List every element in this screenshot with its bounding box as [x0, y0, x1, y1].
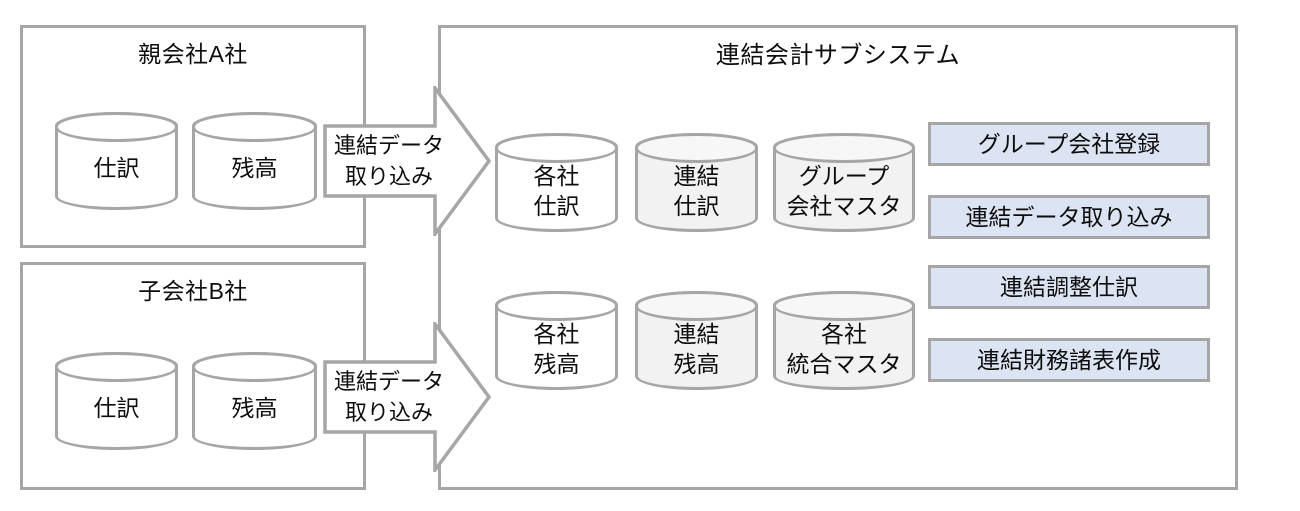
menu-button-consolidated-financial-statements[interactable]: 連結財務諸表作成: [928, 338, 1210, 382]
menu-button-consolidated-data-import[interactable]: 連結データ取り込み: [928, 195, 1210, 239]
cylinder-lid: [635, 133, 758, 163]
datastore-subsidiary-journal: 仕訳: [55, 352, 178, 450]
subsidiary-company-title: 子会社B社: [138, 278, 248, 304]
cylinder-lid: [55, 352, 178, 382]
datastore-each-company-unified-master: 各社 統合マスタ: [773, 291, 915, 390]
datastore-each-company-balance: 各社 残高: [495, 291, 618, 390]
datastore-each-company-journal: 各社 仕訳: [495, 133, 618, 232]
parent-company-title: 親会社A社: [138, 41, 248, 67]
block-arrow-icon: [323, 322, 491, 472]
cylinder-lid: [495, 133, 618, 163]
cylinder-lid: [192, 352, 317, 382]
cylinder-lid: [635, 291, 758, 321]
datastore-subsidiary-balance: 残高: [192, 352, 317, 450]
cylinder-lid: [55, 112, 178, 142]
import-arrow-bottom: 連結データ 取り込み: [323, 322, 491, 472]
datastore-consolidated-balance: 連結 残高: [635, 291, 758, 390]
menu-button-consolidation-adjustment-journal[interactable]: 連結調整仕訳: [928, 265, 1210, 309]
datastore-parent-balance: 残高: [192, 112, 317, 210]
import-arrow-top: 連結データ 取り込み: [323, 86, 491, 236]
datastore-group-company-master: グループ 会社マスタ: [773, 133, 915, 232]
consolidation-system-title: 連結会計サブシステム: [715, 42, 961, 69]
cylinder-lid: [773, 291, 915, 321]
datastore-consolidated-journal: 連結 仕訳: [635, 133, 758, 232]
block-arrow-icon: [323, 86, 491, 236]
menu-button-group-company-registration[interactable]: グループ会社登録: [928, 122, 1210, 166]
consolidation-system-panel: 連結会計サブシステム: [438, 25, 1238, 490]
cylinder-lid: [192, 112, 317, 142]
cylinder-lid: [773, 133, 915, 163]
datastore-parent-journal: 仕訳: [55, 112, 178, 210]
cylinder-lid: [495, 291, 618, 321]
